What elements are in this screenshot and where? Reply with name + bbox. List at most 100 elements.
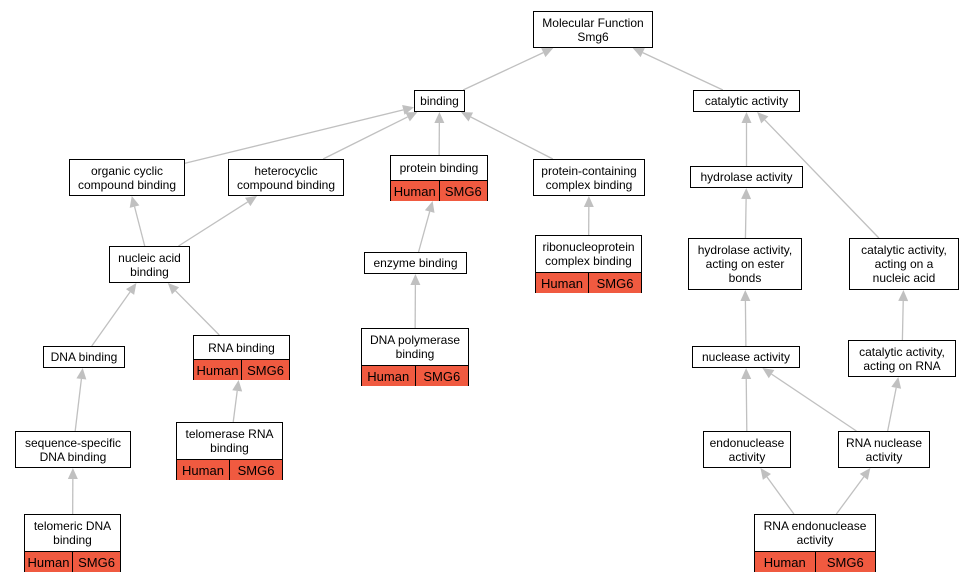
node-label-line: ribonucleoprotein — [542, 240, 635, 254]
edge-occ-to-bind — [184, 109, 404, 164]
node-label-line: heterocyclic — [254, 163, 318, 178]
edge-arrowhead — [125, 283, 137, 295]
node-label-line: telomerase RNA — [185, 427, 274, 441]
node-label-line: RNA binding — [208, 340, 275, 355]
edge-arrowhead — [232, 380, 243, 392]
edge-arrowhead — [859, 468, 871, 480]
node-label-line: catalytic activity, — [859, 344, 945, 359]
node-label-line: binding — [420, 94, 459, 108]
edge-arrowhead — [405, 112, 418, 122]
edge-rna-to-nab — [175, 290, 220, 336]
edge-rnanuc-to-catrna — [887, 387, 897, 432]
edge-arrowhead — [741, 368, 752, 380]
edge-arrowhead — [541, 48, 554, 58]
species-cell: Human — [763, 554, 806, 570]
node-label-line: complex binding — [545, 254, 632, 268]
edge-arrowhead — [760, 468, 771, 480]
gene-cell: SMG6 — [814, 552, 876, 572]
node-label-line: catalytic activity, — [861, 243, 947, 257]
node-label-line: complex binding — [545, 177, 633, 192]
edge-endo-to-nuc — [745, 378, 748, 432]
node-catalytic-activity[interactable]: catalytic activity — [693, 90, 800, 112]
species-cell: Human — [541, 275, 583, 291]
node-binding[interactable]: binding — [414, 90, 465, 112]
gene-cell: SMG6 — [72, 552, 120, 572]
node-label-line: binding — [53, 533, 92, 547]
node-label-line: bonds — [728, 271, 762, 285]
node-label-line: sequence-specific — [24, 435, 122, 450]
node-label-line: activity — [796, 533, 834, 547]
edge-arrowhead — [76, 368, 87, 380]
node-label-line: binding — [395, 347, 435, 361]
edge-arrowhead — [762, 368, 775, 379]
node-label-line: protein-containing — [541, 163, 637, 178]
edge-hcc-to-bind — [322, 116, 408, 160]
node-catalytic-activity-rna[interactable]: catalytic activity,acting on RNA — [848, 340, 956, 377]
edge-arrowhead — [741, 112, 752, 123]
node-label-line: RNA endonuclease — [763, 519, 867, 533]
gene-cell: SMG6 — [229, 460, 282, 480]
edge-catna-to-cat — [764, 119, 880, 239]
species-cell: Human — [27, 554, 70, 570]
edge-dna-to-nab — [91, 291, 131, 347]
node-label-line: acting on RNA — [863, 358, 941, 373]
node-label-line: nucleic acid — [872, 271, 936, 285]
node-label-line: compound binding — [77, 177, 177, 192]
node-label-line: Smg6 — [577, 29, 609, 44]
edge-nab-to-hcc — [178, 201, 249, 247]
node-label-line: RNA nuclease — [845, 435, 923, 450]
node-label-line: DNA binding — [50, 350, 118, 364]
node-nuclease-activity[interactable]: nuclease activity — [692, 346, 800, 368]
edge-arrowhead — [460, 112, 474, 122]
edge-rnanuc-to-nuc — [771, 373, 857, 432]
edge-ssdna-to-dna — [74, 378, 83, 432]
node-hydrolase-activity[interactable]: hydrolase activity — [690, 166, 803, 188]
edge-rnaendo-to-rnanuc — [835, 476, 865, 515]
edge-arrowhead — [410, 274, 421, 286]
node-label-line: protein binding — [399, 161, 479, 175]
edge-arrowhead — [424, 201, 435, 213]
node-label-line: acting on a — [874, 257, 934, 271]
edge-arrowhead — [434, 112, 445, 124]
gene-cell: SMG6 — [241, 360, 289, 380]
species-cell: Human — [196, 362, 239, 378]
node-label-line: Molecular Function — [542, 15, 644, 30]
edge-arrowhead — [167, 283, 180, 295]
edge-nab-to-occ — [133, 206, 146, 247]
node-label-line: DNA binding — [39, 449, 107, 464]
node-label-line: hydrolase activity, — [697, 243, 793, 257]
edge-telrna-to-rna — [232, 390, 238, 423]
node-label-line: organic cyclic — [90, 163, 164, 178]
edge-arrowhead — [740, 290, 751, 302]
edge-rnaendo-to-endo — [766, 476, 795, 515]
node-label-line: endonuclease — [709, 435, 785, 450]
edge-bind-to-mf — [462, 52, 544, 91]
node-enzyme-binding[interactable]: enzyme binding — [364, 252, 467, 274]
species-cell: Human — [367, 368, 410, 384]
node-label-line: catalytic activity — [704, 94, 789, 108]
gene-cell: SMG6 — [588, 273, 641, 293]
edge-pcc-to-bind — [470, 116, 554, 160]
annotation-row: Human SMG6 — [755, 551, 875, 572]
node-dna-binding[interactable]: DNA binding — [43, 346, 125, 368]
